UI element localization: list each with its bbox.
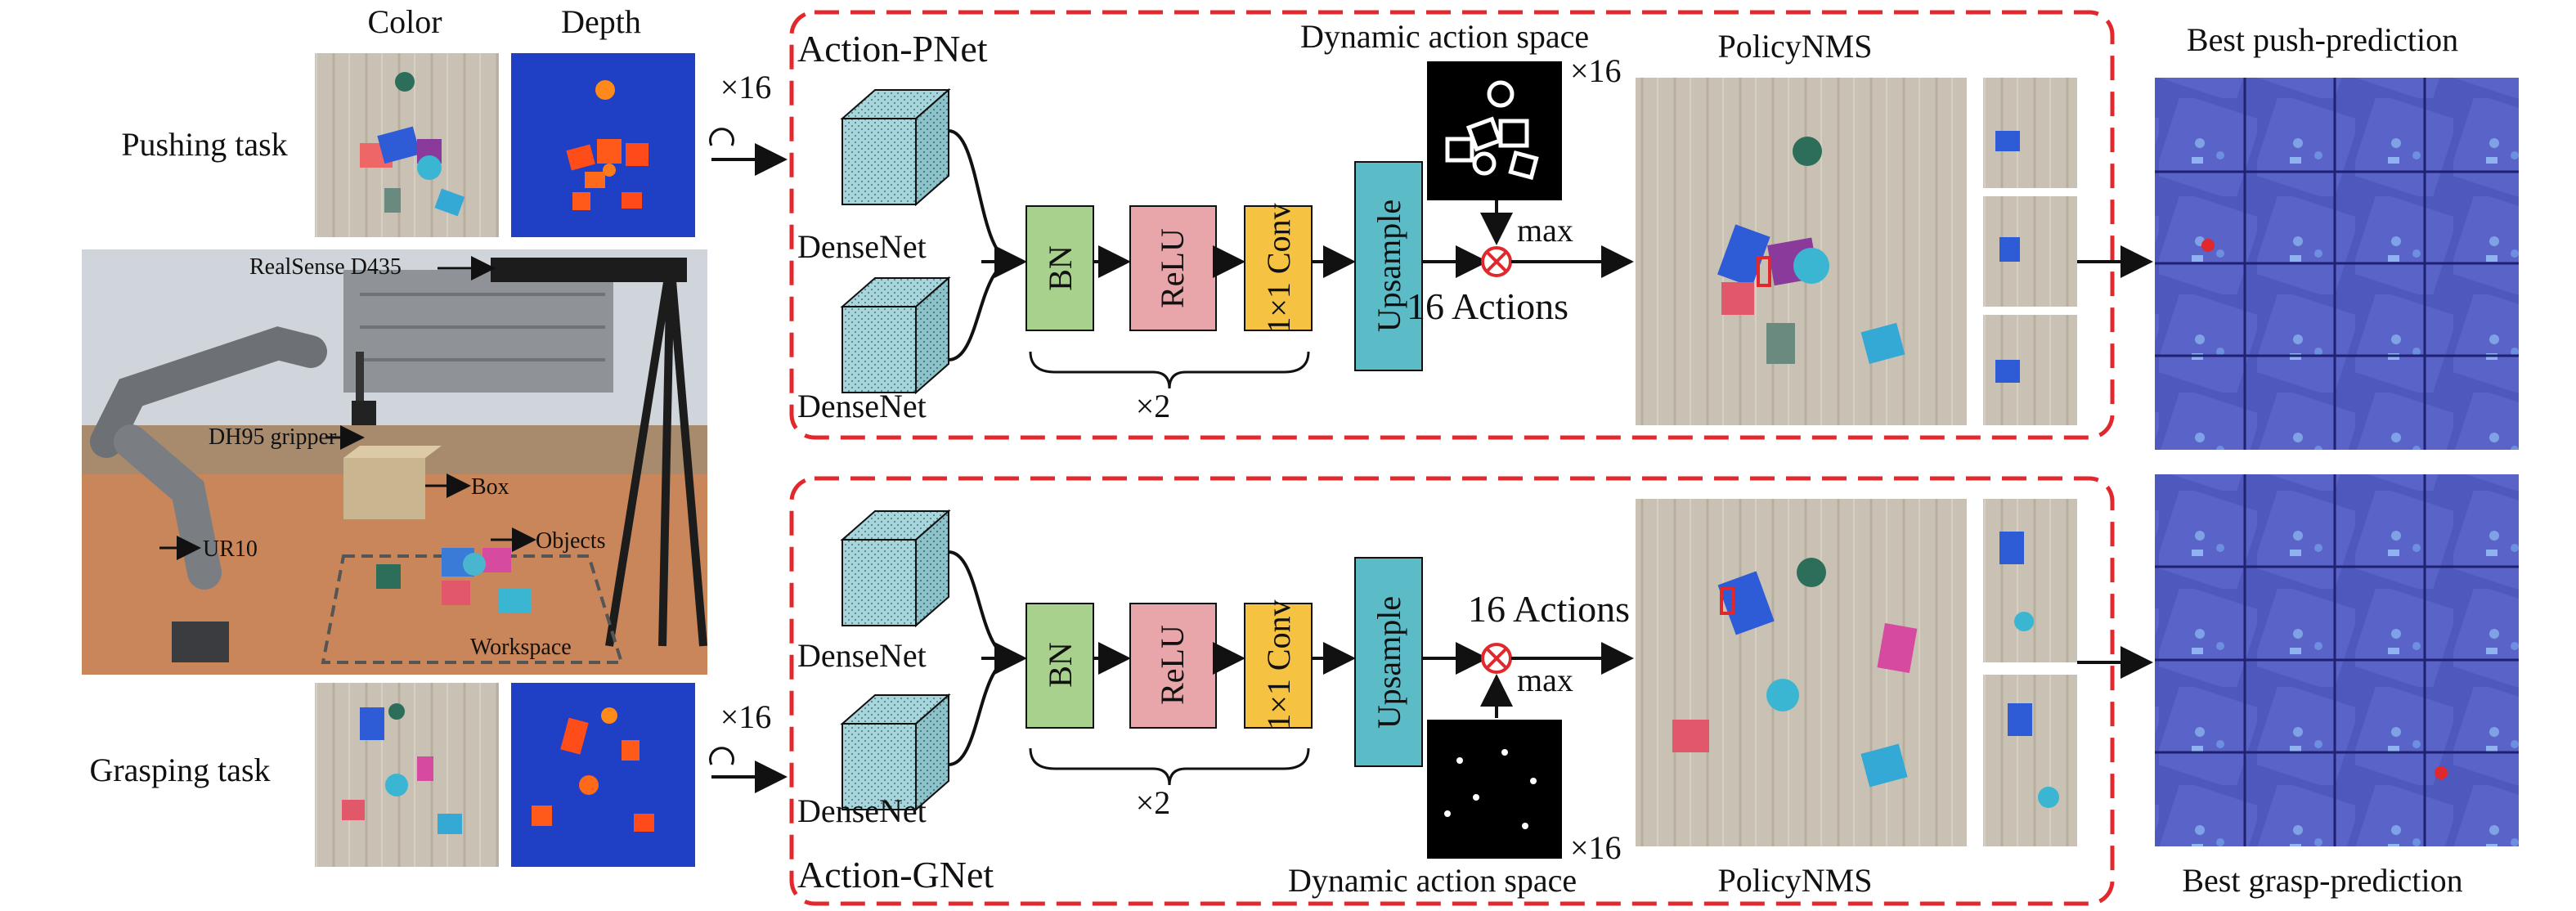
push-densenet-2-cube (840, 276, 951, 395)
best-push-label: Best push-prediction (2187, 21, 2458, 58)
grasp-densenet-1-cube (840, 509, 951, 628)
push-bn-label: BN (1042, 245, 1079, 291)
push-policy-thumbs (1983, 78, 2077, 425)
push-color-image (315, 53, 499, 237)
push-policy-label: PolicyNMS (1718, 28, 1873, 65)
push-policy-image (1636, 78, 1967, 425)
grasp-dyn-space-label: Dynamic action space (1288, 862, 1577, 899)
push-upsample-label: Upsample (1371, 200, 1407, 332)
grasp-net-title: Action-GNet (797, 854, 994, 895)
objects-label: Objects (536, 528, 606, 554)
push-densenet-2-label: DenseNet (797, 388, 927, 424)
push-actions-label: 16 Actions (1407, 285, 1568, 327)
push-depth-image (511, 53, 695, 237)
rotate-icon (709, 128, 734, 146)
push-dyn-space-label: Dynamic action space (1300, 18, 1589, 55)
grasp-actions-label: 16 Actions (1468, 588, 1630, 630)
grasp-conv-label: 1×1 Conv (1260, 599, 1297, 729)
push-net-border (789, 10, 2115, 440)
grasp-upsample-label: Upsample (1371, 596, 1407, 729)
push-times16: ×16 (720, 69, 772, 105)
push-densenet-1-label: DenseNet (797, 228, 927, 265)
realsense-label: RealSense D435 (249, 254, 402, 280)
best-grasp-grid (2155, 474, 2519, 846)
color-label: Color (367, 3, 442, 40)
push-repeat-brace (1029, 351, 1310, 389)
push-net-title: Action-PNet (797, 28, 988, 70)
grasp-relu-label: ReLU (1154, 625, 1191, 705)
grasp-repeat-label: ×2 (1136, 784, 1171, 821)
push-upsample-block (1354, 161, 1423, 371)
push-max-label: max (1517, 212, 1573, 249)
grasp-net-border (789, 476, 2115, 906)
grasp-merge-bottom (948, 657, 1015, 766)
push-dyn-space-image (1427, 61, 1562, 200)
best-grasp-label: Best grasp-prediction (2182, 862, 2462, 899)
pushing-task-label: Pushing task (121, 126, 287, 163)
grasp-relu-block (1129, 603, 1217, 729)
grasp-color-image (315, 683, 499, 867)
grasp-dyn-times: ×16 (1570, 829, 1622, 866)
grasp-densenet-2-label: DenseNet (797, 792, 927, 829)
grasp-policy-image (1636, 499, 1967, 846)
push-conv-block (1244, 205, 1313, 331)
grasp-upsample-block (1354, 557, 1423, 767)
grasping-task-label: Grasping task (89, 752, 270, 788)
push-repeat-label: ×2 (1136, 388, 1171, 424)
grasp-repeat-brace (1029, 747, 1310, 786)
grasp-densenet-1-label: DenseNet (797, 637, 927, 674)
ur10-label: UR10 (203, 536, 258, 562)
push-relu-block (1129, 205, 1217, 331)
push-relu-label: ReLU (1154, 228, 1191, 308)
push-merge-top (948, 129, 1015, 263)
push-conv-label: 1×1 Conv (1260, 203, 1297, 333)
push-dyn-times: ×16 (1570, 52, 1622, 89)
grasp-max-label: max (1517, 662, 1573, 698)
box-label: Box (471, 474, 509, 500)
grasp-policy-thumbs (1983, 499, 2077, 846)
depth-label: Depth (561, 3, 641, 40)
grasp-bn-block (1025, 603, 1094, 729)
push-bn-block (1025, 205, 1094, 331)
best-push-grid (2155, 78, 2519, 450)
grasp-dyn-space-image (1427, 720, 1562, 859)
gripper-label: DH95 gripper (209, 424, 337, 450)
push-merge-bottom (948, 260, 1015, 361)
grasp-policy-label: PolicyNMS (1718, 862, 1873, 899)
grasp-bn-label: BN (1042, 642, 1079, 688)
grasp-densenet-2-cube (840, 693, 951, 812)
grasp-depth-image (511, 683, 695, 867)
grasp-conv-block (1244, 603, 1313, 729)
grasp-max-operator-icon (1481, 643, 1512, 674)
setup-photo: RealSense D435 DH95 gripper Box UR10 Obj… (82, 249, 707, 675)
grasp-merge-top (948, 550, 1015, 660)
push-densenet-1-cube (840, 88, 951, 207)
grasp-times16: ×16 (720, 698, 772, 735)
workspace-label: Workspace (470, 635, 572, 660)
rotate-icon-bottom (709, 747, 734, 765)
push-max-operator-icon (1481, 246, 1512, 277)
